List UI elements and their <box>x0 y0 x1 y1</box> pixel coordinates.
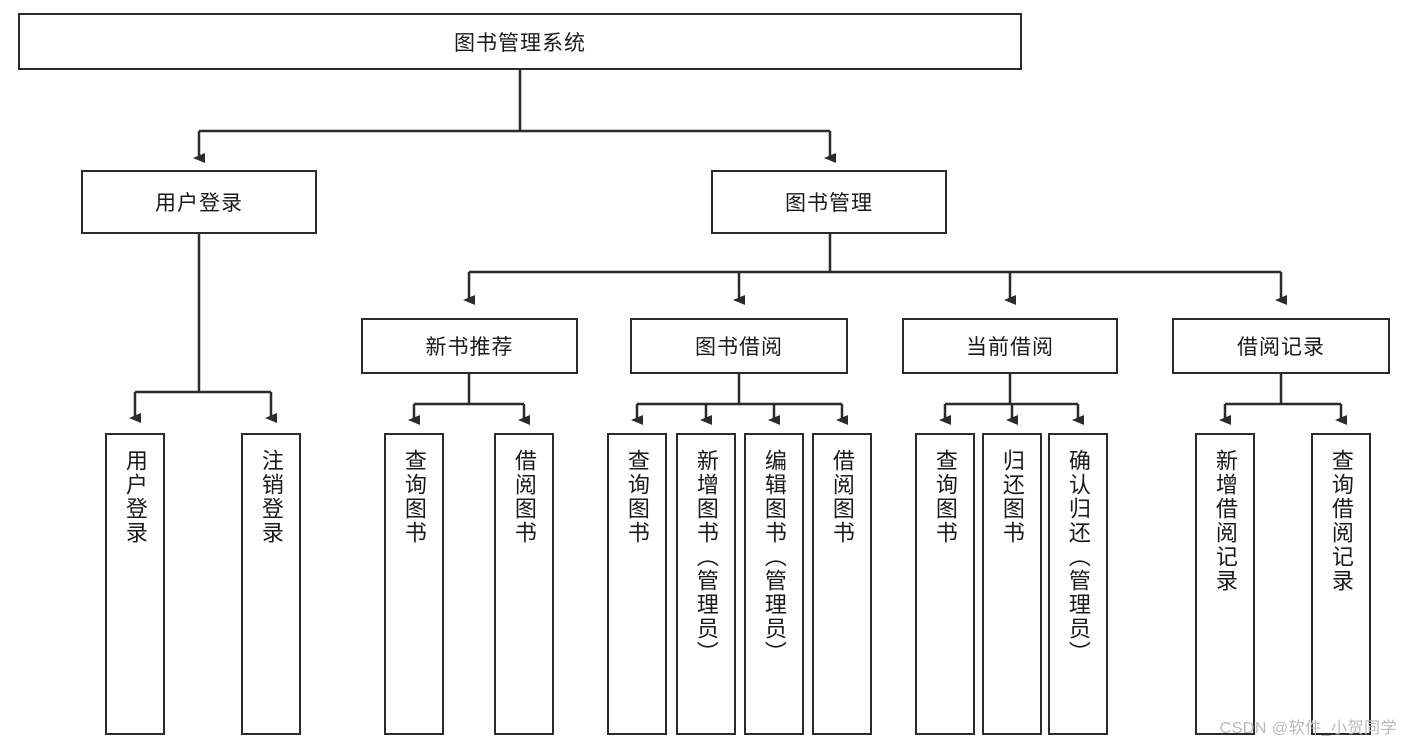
node-leaf-add-book[interactable]: 新增图书（管理员） <box>676 433 736 735</box>
node-leaf-edit-book-label: 编辑图书（管理员） <box>761 449 787 665</box>
node-leaf-confirm-return-label: 确认归还（管理员） <box>1065 449 1091 665</box>
node-leaf-user-login-label: 用户登录 <box>122 449 148 545</box>
node-leaf-borrow-book-2[interactable]: 借阅图书 <box>812 433 872 735</box>
node-current-borrow[interactable]: 当前借阅 <box>902 318 1118 374</box>
node-leaf-query-book-1-label: 查询图书 <box>401 449 427 545</box>
node-leaf-query-book-2[interactable]: 查询图书 <box>607 433 667 735</box>
node-current-borrow-label: 当前借阅 <box>966 336 1054 359</box>
node-leaf-confirm-return[interactable]: 确认归还（管理员） <box>1048 433 1108 735</box>
node-leaf-return-book-label: 归还图书 <box>999 449 1025 545</box>
node-book-manage-label: 图书管理 <box>785 192 873 215</box>
node-book-manage[interactable]: 图书管理 <box>711 170 947 234</box>
node-leaf-user-login[interactable]: 用户登录 <box>105 433 165 735</box>
node-leaf-logout-label: 注销登录 <box>258 449 284 545</box>
node-borrow-record[interactable]: 借阅记录 <box>1172 318 1390 374</box>
node-leaf-borrow-book-1[interactable]: 借阅图书 <box>494 433 554 735</box>
watermark: CSDN @软件_小贺同学 <box>1219 720 1397 737</box>
node-leaf-edit-book[interactable]: 编辑图书（管理员） <box>744 433 804 735</box>
node-leaf-borrow-book-1-label: 借阅图书 <box>511 449 537 545</box>
node-leaf-query-record[interactable]: 查询借阅记录 <box>1311 433 1371 735</box>
node-user-login-label: 用户登录 <box>155 192 243 215</box>
node-leaf-add-record-label: 新增借阅记录 <box>1212 449 1238 593</box>
node-leaf-borrow-book-2-label: 借阅图书 <box>829 449 855 545</box>
node-leaf-query-book-3-label: 查询图书 <box>932 449 958 545</box>
node-book-borrow[interactable]: 图书借阅 <box>630 318 848 374</box>
node-leaf-query-record-label: 查询借阅记录 <box>1328 449 1354 593</box>
node-leaf-add-record[interactable]: 新增借阅记录 <box>1195 433 1255 735</box>
node-leaf-logout[interactable]: 注销登录 <box>241 433 301 735</box>
node-new-book-rec[interactable]: 新书推荐 <box>361 318 578 374</box>
node-new-book-rec-label: 新书推荐 <box>425 336 514 359</box>
node-leaf-query-book-3[interactable]: 查询图书 <box>915 433 975 735</box>
node-root-label: 图书管理系统 <box>454 31 586 55</box>
node-book-borrow-label: 图书借阅 <box>695 336 783 359</box>
node-leaf-query-book-2-label: 查询图书 <box>624 449 650 545</box>
node-user-login[interactable]: 用户登录 <box>81 170 317 234</box>
node-leaf-add-book-label: 新增图书（管理员） <box>693 449 719 665</box>
node-leaf-return-book[interactable]: 归还图书 <box>982 433 1042 735</box>
node-root[interactable]: 图书管理系统 <box>18 13 1022 70</box>
node-leaf-query-book-1[interactable]: 查询图书 <box>384 433 444 735</box>
node-borrow-record-label: 借阅记录 <box>1237 336 1325 359</box>
